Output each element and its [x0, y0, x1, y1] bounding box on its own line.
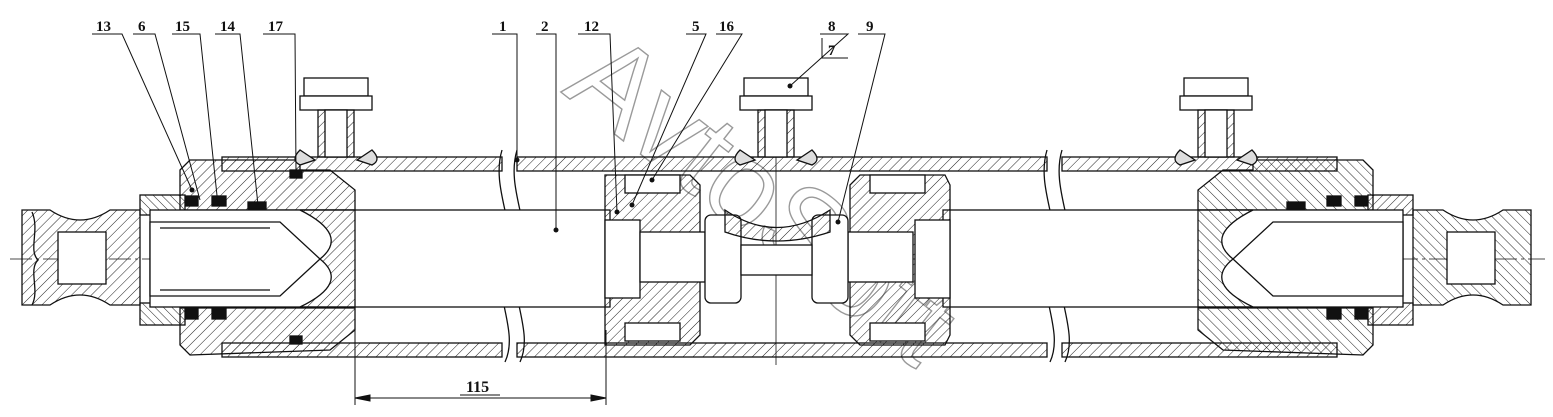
callout-5: 5 [692, 19, 700, 35]
callout-8: 8 [828, 19, 836, 35]
right-piston [847, 174, 951, 346]
callout-12: 12 [584, 19, 599, 35]
center-port [734, 77, 818, 166]
dimension-115 [354, 310, 607, 405]
callout-17: 17 [268, 19, 284, 35]
leader-dots [189, 83, 841, 233]
callout-9: 9 [866, 19, 874, 35]
dimension-value: 115 [466, 379, 489, 396]
callout-6: 6 [138, 19, 146, 35]
callout-2: 2 [541, 19, 549, 35]
callout-15: 15 [175, 19, 190, 35]
right-rod-eye [942, 159, 1532, 356]
left-port [294, 77, 378, 166]
right-port [1174, 77, 1258, 166]
callout-labels: 13 6 15 14 17 1 2 12 5 16 8 7 9 [96, 19, 874, 59]
callout-1: 1 [499, 19, 507, 35]
leader-lines [92, 33, 886, 230]
left-piston [604, 174, 706, 346]
callout-7: 7 [828, 43, 836, 59]
center-nuts [704, 208, 849, 304]
callout-16: 16 [719, 19, 735, 35]
callout-14: 14 [220, 19, 236, 35]
left-rod-eye [21, 209, 141, 306]
left-piston-rod [149, 209, 611, 308]
callout-13: 13 [96, 19, 111, 35]
